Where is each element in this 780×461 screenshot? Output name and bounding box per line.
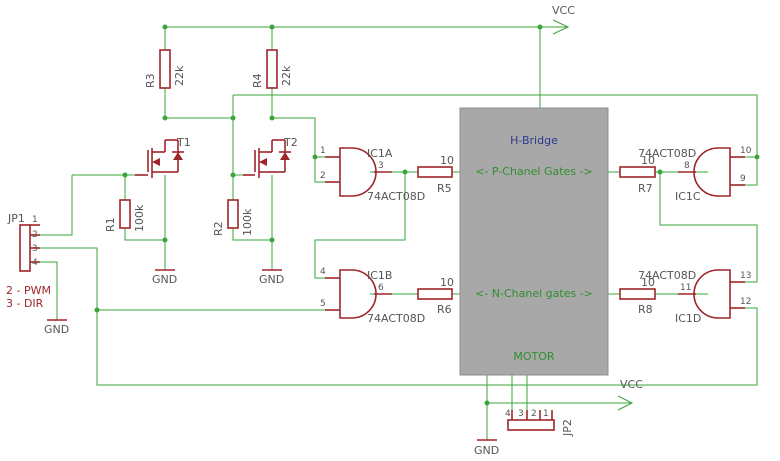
- hbridge-p-gates-label: <- P-Chanel Gates ->: [475, 165, 593, 178]
- connector-jp2-pin-3: 3: [518, 409, 524, 419]
- gate-ic1a-name: IC1A: [367, 147, 393, 160]
- gnd-label-jp2: GND: [474, 444, 499, 457]
- gate-ic1b-name: IC1B: [367, 269, 392, 282]
- transistor-t2-label: T2: [283, 136, 298, 149]
- transistor-t2: T2: [243, 136, 298, 178]
- gate-ic1a-part: 74ACT08D: [367, 190, 425, 203]
- gate-ic1c: 10 9 8 74ACT08D IC1C: [638, 146, 752, 203]
- gate-ic1d-pin-13: 13: [740, 271, 751, 281]
- resistor-r1-value: 100k: [133, 204, 146, 232]
- jp1-note-dir: 3 - DIR: [6, 297, 44, 310]
- connector-jp2: 4 3 2 1 JP2: [505, 409, 574, 437]
- hbridge-motor-label: MOTOR: [513, 350, 555, 363]
- resistor-r7-value: 10: [641, 154, 655, 167]
- resistor-r5-value: 10: [440, 154, 454, 167]
- hbridge-title: H-Bridge: [510, 134, 558, 147]
- connector-jp1: JP1 1 2 3 4 2 - PWM 3 - DIR: [6, 212, 51, 310]
- resistor-r4-value: 22k: [280, 65, 293, 86]
- connector-jp1-pin-2: 2: [32, 230, 38, 240]
- resistor-r8-value: 10: [641, 276, 655, 289]
- jp1-note-pwm: 2 - PWM: [6, 284, 51, 297]
- gate-ic1b-pin-5: 5: [320, 299, 326, 309]
- wires: [40, 19, 758, 440]
- resistor-r7-name: R7: [638, 182, 653, 195]
- resistor-r7: 10 R7: [619, 154, 656, 195]
- gate-ic1d-name: IC1D: [675, 312, 701, 325]
- gate-ic1a: 1 2 3 IC1A 74ACT08D: [320, 146, 425, 203]
- connector-jp1-pin-3: 3: [32, 244, 38, 254]
- gnd-symbol-t2: GND: [259, 269, 284, 286]
- gate-ic1d: 13 12 11 74ACT08D IC1D: [638, 269, 751, 325]
- resistor-r5: 10 R5: [417, 154, 454, 195]
- gate-ic1b-pin-6: 6: [378, 283, 384, 293]
- resistor-r3-value: 22k: [173, 65, 186, 86]
- resistor-r6-name: R6: [437, 303, 452, 316]
- resistor-r8-name: R8: [638, 303, 653, 316]
- gnd-symbol-jp2: GND: [474, 439, 499, 457]
- resistor-r8: 10 R8: [619, 276, 656, 316]
- gate-ic1d-pin-11: 11: [680, 283, 691, 293]
- gnd-symbol-t1: GND: [152, 269, 177, 286]
- junctions: [94, 24, 760, 406]
- resistor-r6: 10 R6: [417, 276, 454, 316]
- resistor-r2: R2 100k: [212, 199, 254, 236]
- resistor-r2-name: R2: [212, 221, 225, 236]
- gnd-label-t1: GND: [152, 273, 177, 286]
- resistor-r3-name: R3: [144, 73, 157, 88]
- transistor-t1: T1: [135, 136, 191, 178]
- gnd-label-t2: GND: [259, 273, 284, 286]
- transistor-t1-label: T1: [176, 136, 191, 149]
- gate-ic1b-pin-4: 4: [320, 267, 326, 277]
- gate-ic1a-pin-2: 2: [320, 171, 326, 181]
- resistor-r1: R1 100k: [104, 199, 146, 232]
- gate-ic1a-pin-1: 1: [320, 146, 326, 156]
- gate-ic1a-pin-3: 3: [378, 161, 384, 171]
- gate-ic1c-part: 74ACT08D: [638, 147, 696, 160]
- gate-ic1c-pin-9: 9: [740, 174, 746, 184]
- resistor-r5-name: R5: [437, 182, 452, 195]
- gate-ic1d-part: 74ACT08D: [638, 269, 696, 282]
- connector-jp1-pin-4: 4: [32, 258, 38, 268]
- gate-ic1b: 4 5 6 IC1B 74ACT08D: [320, 267, 425, 325]
- gate-ic1c-pin-8: 8: [684, 161, 690, 171]
- gate-ic1c-name: IC1C: [675, 190, 701, 203]
- resistor-r6-value: 10: [440, 276, 454, 289]
- resistor-r2-value: 100k: [241, 208, 254, 236]
- gnd-label-jp1: GND: [44, 323, 69, 336]
- gate-ic1d-pin-12: 12: [740, 297, 751, 307]
- connector-jp1-name: JP1: [7, 212, 25, 225]
- connector-jp2-pin-2: 2: [531, 409, 537, 419]
- connector-jp1-pin-1: 1: [32, 215, 38, 225]
- gate-ic1b-part: 74ACT08D: [367, 312, 425, 325]
- gnd-symbol-jp1: GND: [44, 319, 69, 336]
- gate-ic1c-pin-10: 10: [740, 146, 752, 156]
- connector-jp2-name: JP2: [561, 419, 574, 437]
- vcc-top-label: VCC: [552, 4, 575, 17]
- resistor-r4: R4 22k: [251, 49, 293, 89]
- connector-jp2-pin-1: 1: [543, 409, 549, 419]
- resistor-r1-name: R1: [104, 217, 117, 232]
- hbridge-block: H-Bridge <- P-Chanel Gates -> <- N-Chane…: [459, 107, 609, 376]
- connector-jp2-pin-4: 4: [505, 409, 511, 419]
- resistor-r4-name: R4: [251, 73, 264, 88]
- hbridge-n-gates-label: <- N-Chanel gates ->: [475, 287, 593, 300]
- vcc-bottom-label: VCC: [620, 378, 643, 391]
- resistor-r3: R3 22k: [144, 49, 186, 89]
